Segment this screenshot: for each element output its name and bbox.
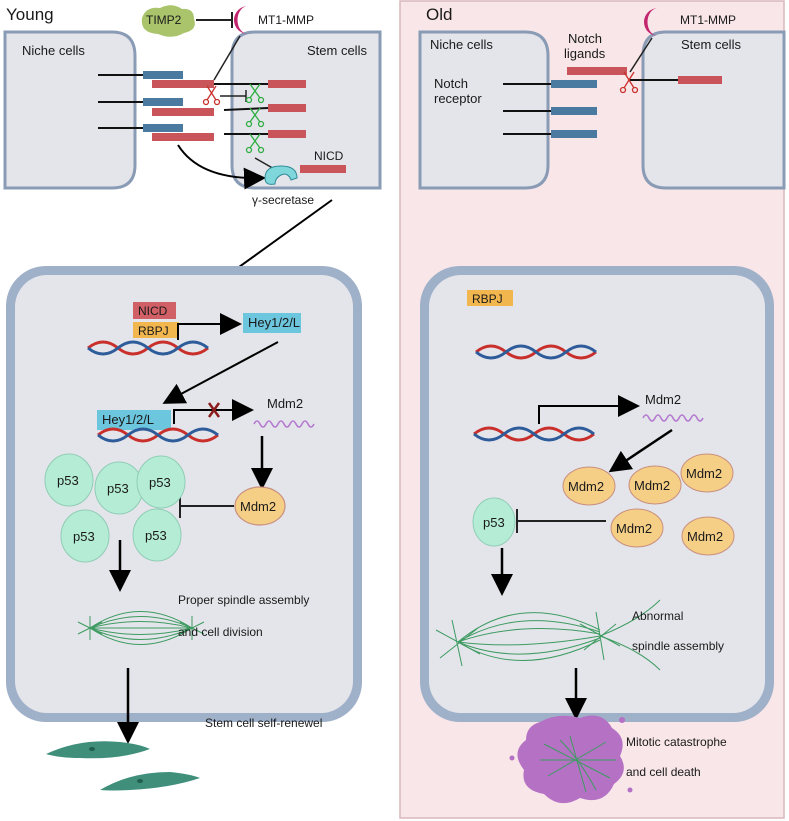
old-notch-ligands-label-2: ligands bbox=[564, 46, 606, 61]
young-large-cell-inner bbox=[15, 275, 353, 713]
p53-protein bbox=[136, 455, 186, 509]
young-niche-cell bbox=[3, 30, 137, 190]
old-death-line2: and cell death bbox=[626, 765, 701, 779]
old-title: Old bbox=[426, 5, 452, 24]
svg-text:p53: p53 bbox=[57, 473, 79, 488]
old-ligand-stem bbox=[678, 76, 722, 84]
old-spindle-line1: Abnormal bbox=[632, 609, 683, 623]
young-p53-group: p53 p53 p53 p53 p53 bbox=[44, 453, 186, 563]
old-cleaved-ligand bbox=[567, 67, 627, 75]
p53-protein bbox=[44, 453, 94, 507]
svg-text:p53: p53 bbox=[149, 475, 171, 490]
old-stem-cells-label: Stem cells bbox=[681, 37, 741, 52]
old-notch-ligands-label-1: Notch bbox=[568, 31, 602, 46]
young-rbpj-label: RBPJ bbox=[138, 324, 169, 338]
hey-top-box bbox=[243, 313, 301, 333]
mdm2-protein bbox=[681, 516, 735, 556]
young-mt1mmp-label: MT1-MMP bbox=[258, 13, 314, 27]
young-spindle-line1: Proper spindle assembly bbox=[178, 593, 309, 607]
young-title: Young bbox=[6, 5, 54, 24]
old-mdm2-mrna bbox=[642, 414, 704, 422]
green-scissors-icons bbox=[245, 83, 265, 154]
blocked-mdm2-arrow bbox=[173, 399, 254, 424]
nicd-box-label: NICD bbox=[138, 304, 168, 318]
block-x-icon bbox=[207, 402, 221, 418]
timp2-label: TIMP2 bbox=[146, 13, 182, 27]
young-niche-cells-label: Niche cells bbox=[22, 43, 85, 58]
old-mt1mmp-crescent bbox=[644, 7, 658, 37]
timp2-blob bbox=[141, 5, 195, 37]
old-rbpj-label: RBPJ bbox=[472, 292, 503, 306]
hey-top-label: Hey1/2/L bbox=[248, 315, 300, 330]
gamma-secretase-icon bbox=[264, 165, 298, 185]
old-translation-arrow bbox=[608, 428, 673, 473]
svg-text:Mdm2: Mdm2 bbox=[568, 479, 604, 494]
hey-bottom-box bbox=[97, 410, 171, 430]
proper-spindle-icon bbox=[77, 611, 205, 645]
young-curve-arrow bbox=[177, 144, 266, 190]
young-mdm2-mrna bbox=[253, 420, 315, 428]
mdm2-protein bbox=[628, 465, 682, 505]
abnormal-spindle-icon bbox=[435, 599, 661, 671]
gamma-secretase-label: γ-secretase bbox=[252, 193, 314, 207]
young-spindle-line2: and cell division bbox=[178, 625, 263, 639]
mdm2-protein bbox=[680, 453, 734, 493]
old-notch-receptors bbox=[503, 80, 597, 138]
old-spindle-line2: spindle assembly bbox=[632, 639, 724, 653]
fragmented-spindle-icon bbox=[540, 735, 616, 793]
old-p53-protein bbox=[472, 497, 516, 547]
svg-text:p53: p53 bbox=[73, 529, 95, 544]
young-mt1mmp-crescent bbox=[234, 5, 248, 35]
old-promoter-arrow bbox=[538, 395, 640, 424]
young-mdm2-protein bbox=[234, 486, 286, 526]
old-mmp-line bbox=[629, 37, 653, 73]
svg-text:Mdm2: Mdm2 bbox=[616, 521, 652, 536]
old-niche-cells-label: Niche cells bbox=[430, 37, 493, 52]
young-promoter-arrow-1 bbox=[177, 313, 242, 340]
old-death-line1: Mitotic catastrophe bbox=[626, 735, 727, 749]
mmp-cleave-line bbox=[213, 35, 241, 81]
self-renewal-label: Stem cell self-renewel bbox=[205, 716, 322, 730]
old-stem-cell bbox=[641, 30, 786, 190]
hey-feedback-arrow bbox=[162, 341, 279, 404]
old-rbpj-box bbox=[467, 290, 513, 306]
old-mdm2-group: Mdm2 Mdm2 Mdm2 Mdm2 Mdm2 bbox=[562, 453, 735, 556]
old-red-scissors-icon bbox=[619, 71, 639, 94]
red-scissors-icon bbox=[202, 85, 221, 106]
nicd-fragment bbox=[300, 165, 346, 173]
mitotic-catastrophe-cell bbox=[517, 715, 624, 804]
young-stem-cells-label: Stem cells bbox=[307, 43, 367, 58]
nicd-box bbox=[133, 302, 176, 319]
old-p53-label: p53 bbox=[483, 515, 505, 530]
young-mdm2-protein-label: Mdm2 bbox=[240, 499, 276, 514]
old-niche-cell bbox=[418, 30, 550, 190]
young-mdm2-gene-label: Mdm2 bbox=[267, 396, 303, 411]
mdm2-protein bbox=[562, 466, 616, 506]
old-mt1mmp-label: MT1-MMP bbox=[680, 13, 736, 27]
svg-text:Mdm2: Mdm2 bbox=[687, 529, 723, 544]
daughter-cell bbox=[100, 772, 200, 791]
svg-text:Mdm2: Mdm2 bbox=[686, 466, 722, 481]
old-notch-receptor-label-1: Notch bbox=[434, 76, 468, 91]
hey-bottom-label: Hey1/2/L bbox=[102, 412, 154, 427]
old-mdm2-gene-label: Mdm2 bbox=[645, 392, 681, 407]
daughter-cell bbox=[46, 741, 150, 759]
young-notch-ligands bbox=[152, 80, 306, 141]
nicd-top-label: NICD bbox=[314, 149, 344, 163]
old-notch-receptor-label-2: receptor bbox=[434, 91, 482, 106]
svg-text:p53: p53 bbox=[107, 481, 129, 496]
svg-text:Mdm2: Mdm2 bbox=[634, 478, 670, 493]
young-notch-receptors bbox=[98, 71, 183, 132]
p53-protein bbox=[60, 509, 110, 563]
mdm2-protein bbox=[610, 508, 664, 548]
young-rbpj-box bbox=[133, 322, 179, 338]
svg-text:p53: p53 bbox=[145, 528, 167, 543]
p53-protein bbox=[132, 508, 182, 562]
